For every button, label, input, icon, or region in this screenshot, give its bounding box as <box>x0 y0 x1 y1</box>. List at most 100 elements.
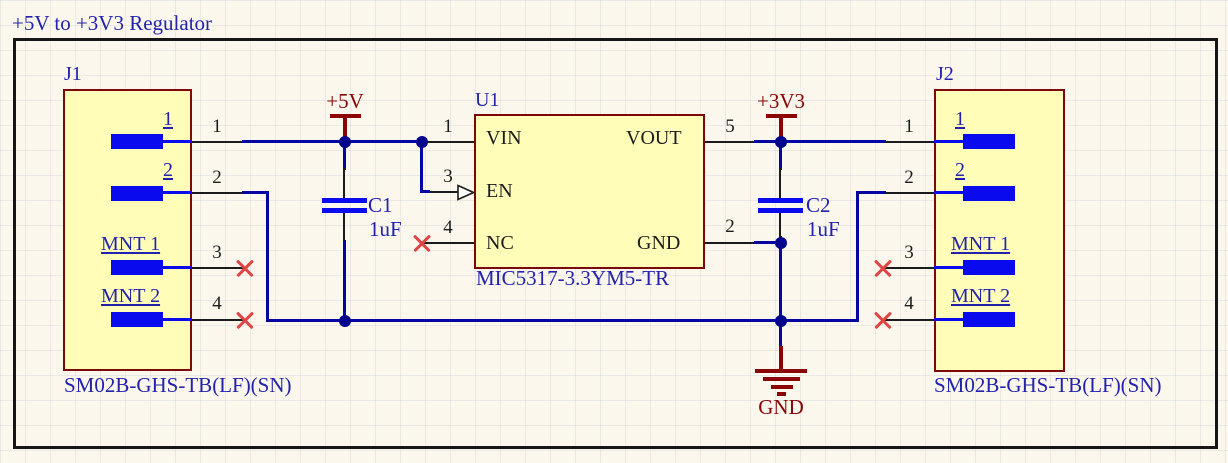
u1-pin-vin-line[interactable] <box>422 141 474 143</box>
j1-pad-4[interactable] <box>111 312 163 327</box>
sheet-title[interactable]: +5V to +3V3 Regulator <box>12 11 213 35</box>
wire-vout-to-j2p1[interactable] <box>754 140 886 143</box>
j2-pad-1[interactable] <box>963 134 1015 149</box>
j1-pin-3-no-connect-x[interactable] <box>234 257 256 279</box>
wire-j1p2-vertical[interactable] <box>266 191 269 322</box>
j1-pad-4-lead <box>163 318 192 321</box>
u1-pin-nc-no-connect-x[interactable] <box>411 232 433 254</box>
u1-part-number[interactable]: MIC5317-3.3YM5-TR <box>476 266 670 290</box>
j2-pin-4-number: 4 <box>904 293 914 314</box>
j1-pin-1-number: 1 <box>212 116 222 137</box>
wire-j2p2-vertical[interactable] <box>856 191 859 322</box>
junction-c2-gnd-pin <box>775 237 787 249</box>
j1-designator[interactable]: J1 <box>64 63 82 85</box>
sheet-border <box>13 38 1218 449</box>
j2-part-number[interactable]: SM02B-GHS-TB(LF)(SN) <box>934 373 1162 397</box>
j1-pin-3-line[interactable] <box>192 267 244 269</box>
j2-designator[interactable]: J2 <box>936 63 954 85</box>
gnd-bar-3[interactable] <box>771 385 793 389</box>
wire-en-branch-vertical[interactable] <box>420 140 423 193</box>
j2-pin-3-line[interactable] <box>884 267 934 269</box>
j2-pad-3-lead <box>934 266 963 269</box>
c2-plate-top[interactable] <box>758 198 803 203</box>
u1-pin-en-line[interactable] <box>427 191 460 193</box>
j2-pad-4[interactable] <box>963 312 1015 327</box>
junction-c2-ground-rail <box>775 315 787 327</box>
c1-designator[interactable]: C1 <box>368 193 393 217</box>
j1-body[interactable] <box>63 89 192 371</box>
wire-u1gnd-to-c2[interactable] <box>754 241 782 244</box>
j2-pad-1-lead <box>934 140 963 143</box>
j2-pin-4-no-connect-x[interactable] <box>872 309 894 331</box>
en-input-triangle-icon <box>457 184 475 201</box>
j1-pin-2-name: 2 <box>163 159 173 181</box>
wire-c2-bottom[interactable] <box>779 236 782 322</box>
u1-pin-nc-line[interactable] <box>422 242 474 244</box>
j1-pin-4-line[interactable] <box>192 319 244 321</box>
wire-en-branch-horizontal[interactable] <box>420 190 430 193</box>
j1-pin-3-name: MNT 1 <box>101 233 161 255</box>
gnd-label[interactable]: GND <box>758 395 804 419</box>
u1-pin-vout-line[interactable] <box>705 141 756 143</box>
j2-pin-3-number: 3 <box>904 242 914 263</box>
c2-value[interactable]: 1uF <box>807 217 840 241</box>
j1-pad-2[interactable] <box>111 186 163 201</box>
junction-3v3-rail <box>775 136 787 148</box>
j1-pin-2-line[interactable] <box>192 192 243 194</box>
u1-pin-vin-name: VIN <box>486 127 522 149</box>
gnd-bar-1[interactable] <box>755 369 807 373</box>
wire-c2-top[interactable] <box>779 140 782 170</box>
j2-pin-2-name: 2 <box>955 159 965 181</box>
j1-pad-1[interactable] <box>111 134 163 149</box>
j2-pin-4-line[interactable] <box>884 319 934 321</box>
u1-pin-vout-number: 5 <box>725 116 735 137</box>
u1-body[interactable] <box>474 114 705 269</box>
u1-designator[interactable]: U1 <box>475 89 500 111</box>
c2-plate-bottom[interactable] <box>758 208 803 213</box>
u1-pin-gnd-number: 2 <box>725 216 735 237</box>
j2-pad-2-lead <box>934 191 963 194</box>
c2-bottom-lead <box>779 213 781 237</box>
u1-pin-gnd-line[interactable] <box>705 242 756 244</box>
wire-ground-rail[interactable] <box>266 319 859 322</box>
j1-pin-1-line[interactable] <box>192 141 243 143</box>
j1-part-number[interactable]: SM02B-GHS-TB(LF)(SN) <box>64 373 292 397</box>
u1-pin-vout-name: VOUT <box>626 127 682 149</box>
j2-pin-2-number: 2 <box>904 167 914 188</box>
c1-top-lead <box>343 168 345 198</box>
c1-value[interactable]: 1uF <box>369 217 402 241</box>
c1-plate-top[interactable] <box>322 198 367 203</box>
wire-rail-to-gnd-symbol[interactable] <box>779 319 782 348</box>
j1-pad-3[interactable] <box>111 260 163 275</box>
p5v-stem[interactable] <box>343 117 347 142</box>
wire-j2p2-horizontal[interactable] <box>856 191 886 194</box>
p5v-label[interactable]: +5V <box>326 89 364 113</box>
gnd-bar-2[interactable] <box>763 377 800 381</box>
j1-pin-4-name: MNT 2 <box>101 285 161 307</box>
wire-j1p1-to-vin[interactable] <box>242 140 424 143</box>
j2-body[interactable] <box>934 89 1065 372</box>
c1-plate-bottom[interactable] <box>322 208 367 213</box>
j2-pad-3[interactable] <box>963 260 1015 275</box>
j2-pad-2[interactable] <box>963 186 1015 201</box>
gnd-stem[interactable] <box>779 346 783 371</box>
j1-pad-1-lead <box>163 140 192 143</box>
gnd-bar-4[interactable] <box>777 392 786 396</box>
j2-pin-2-line[interactable] <box>885 192 934 194</box>
p5v-bar[interactable] <box>330 114 361 118</box>
u1-pin-vin-number: 1 <box>443 116 453 137</box>
p3v3-bar[interactable] <box>766 114 797 118</box>
p3v3-label[interactable]: +3V3 <box>756 89 805 113</box>
wire-c1-top[interactable] <box>343 140 346 170</box>
wire-j1p2-horizontal[interactable] <box>242 191 269 194</box>
j1-pin-4-no-connect-x[interactable] <box>234 309 256 331</box>
c2-designator[interactable]: C2 <box>806 193 831 217</box>
u1-pin-en-name: EN <box>486 180 513 202</box>
j2-pin-1-line[interactable] <box>885 141 934 143</box>
u1-pin-nc-number: 4 <box>443 217 453 238</box>
u1-pin-gnd-name: GND <box>637 232 681 254</box>
wire-c1-bottom[interactable] <box>343 240 346 322</box>
p3v3-stem[interactable] <box>779 117 783 142</box>
j2-pin-3-no-connect-x[interactable] <box>872 257 894 279</box>
